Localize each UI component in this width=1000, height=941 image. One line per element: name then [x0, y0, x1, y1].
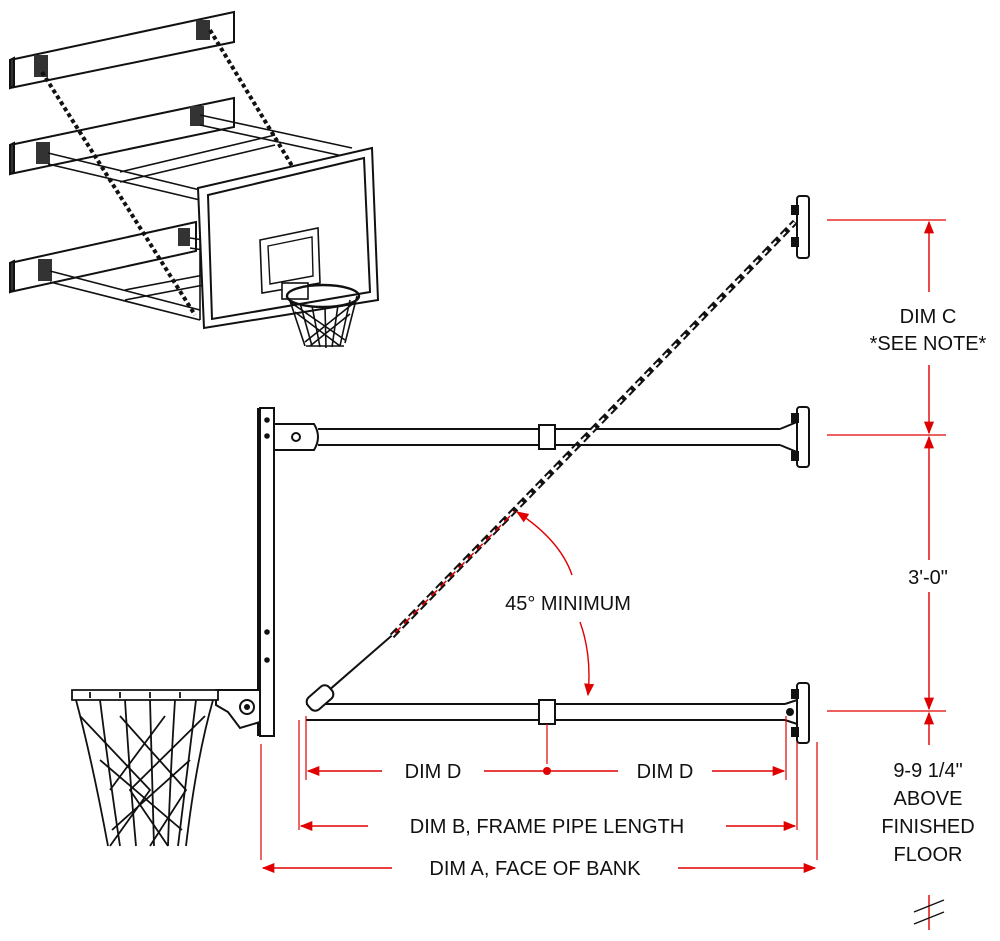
dim-a-label: DIM A, FACE OF BANK [429, 858, 641, 880]
iso-brackets [34, 20, 210, 281]
iso-hoop [281, 282, 361, 349]
height-label-1: 9-9 1/4" [893, 760, 962, 782]
upper-frame-pipe [273, 420, 798, 454]
dim-b-label: DIM B, FRAME PIPE LENGTH [410, 816, 684, 838]
dim-d-right-label: DIM D [637, 761, 694, 783]
rim-and-net [71, 689, 219, 847]
wall-pad-top [791, 195, 810, 259]
rim-bracket [215, 689, 261, 730]
horizontal-extension-lines [260, 716, 818, 860]
height-label-4: FLOOR [894, 844, 963, 866]
height-label-2: ABOVE [894, 788, 963, 810]
dim-d-left-label: DIM D [405, 761, 462, 783]
three-foot-label: 3'-0" [908, 567, 948, 589]
iso-wall-board-top [9, 10, 235, 90]
height-leaders [827, 219, 946, 712]
isometric-view [9, 10, 380, 349]
dimension-lines [260, 219, 946, 930]
height-label-3: FINISHED [881, 816, 974, 838]
iso-backboard [196, 146, 380, 330]
dim-c-note-label: *SEE NOTE* [870, 333, 987, 355]
support-chain [305, 219, 798, 712]
angle-arc-upper [515, 511, 573, 576]
iso-wall-board-middle [9, 96, 235, 176]
backboard-frame-post [257, 407, 275, 737]
dimension-labels: DIM C *SEE NOTE* 3'-0" 9-9 1/4" ABOVE FI… [405, 306, 987, 880]
angle-arc-lower [579, 621, 595, 697]
lower-frame-pipe [306, 698, 798, 726]
angle-label: 45° MINIMUM [505, 593, 631, 615]
break-symbol [913, 899, 945, 925]
dim-d-center-dot [543, 767, 551, 775]
dim-c-label: DIM C [900, 306, 957, 328]
